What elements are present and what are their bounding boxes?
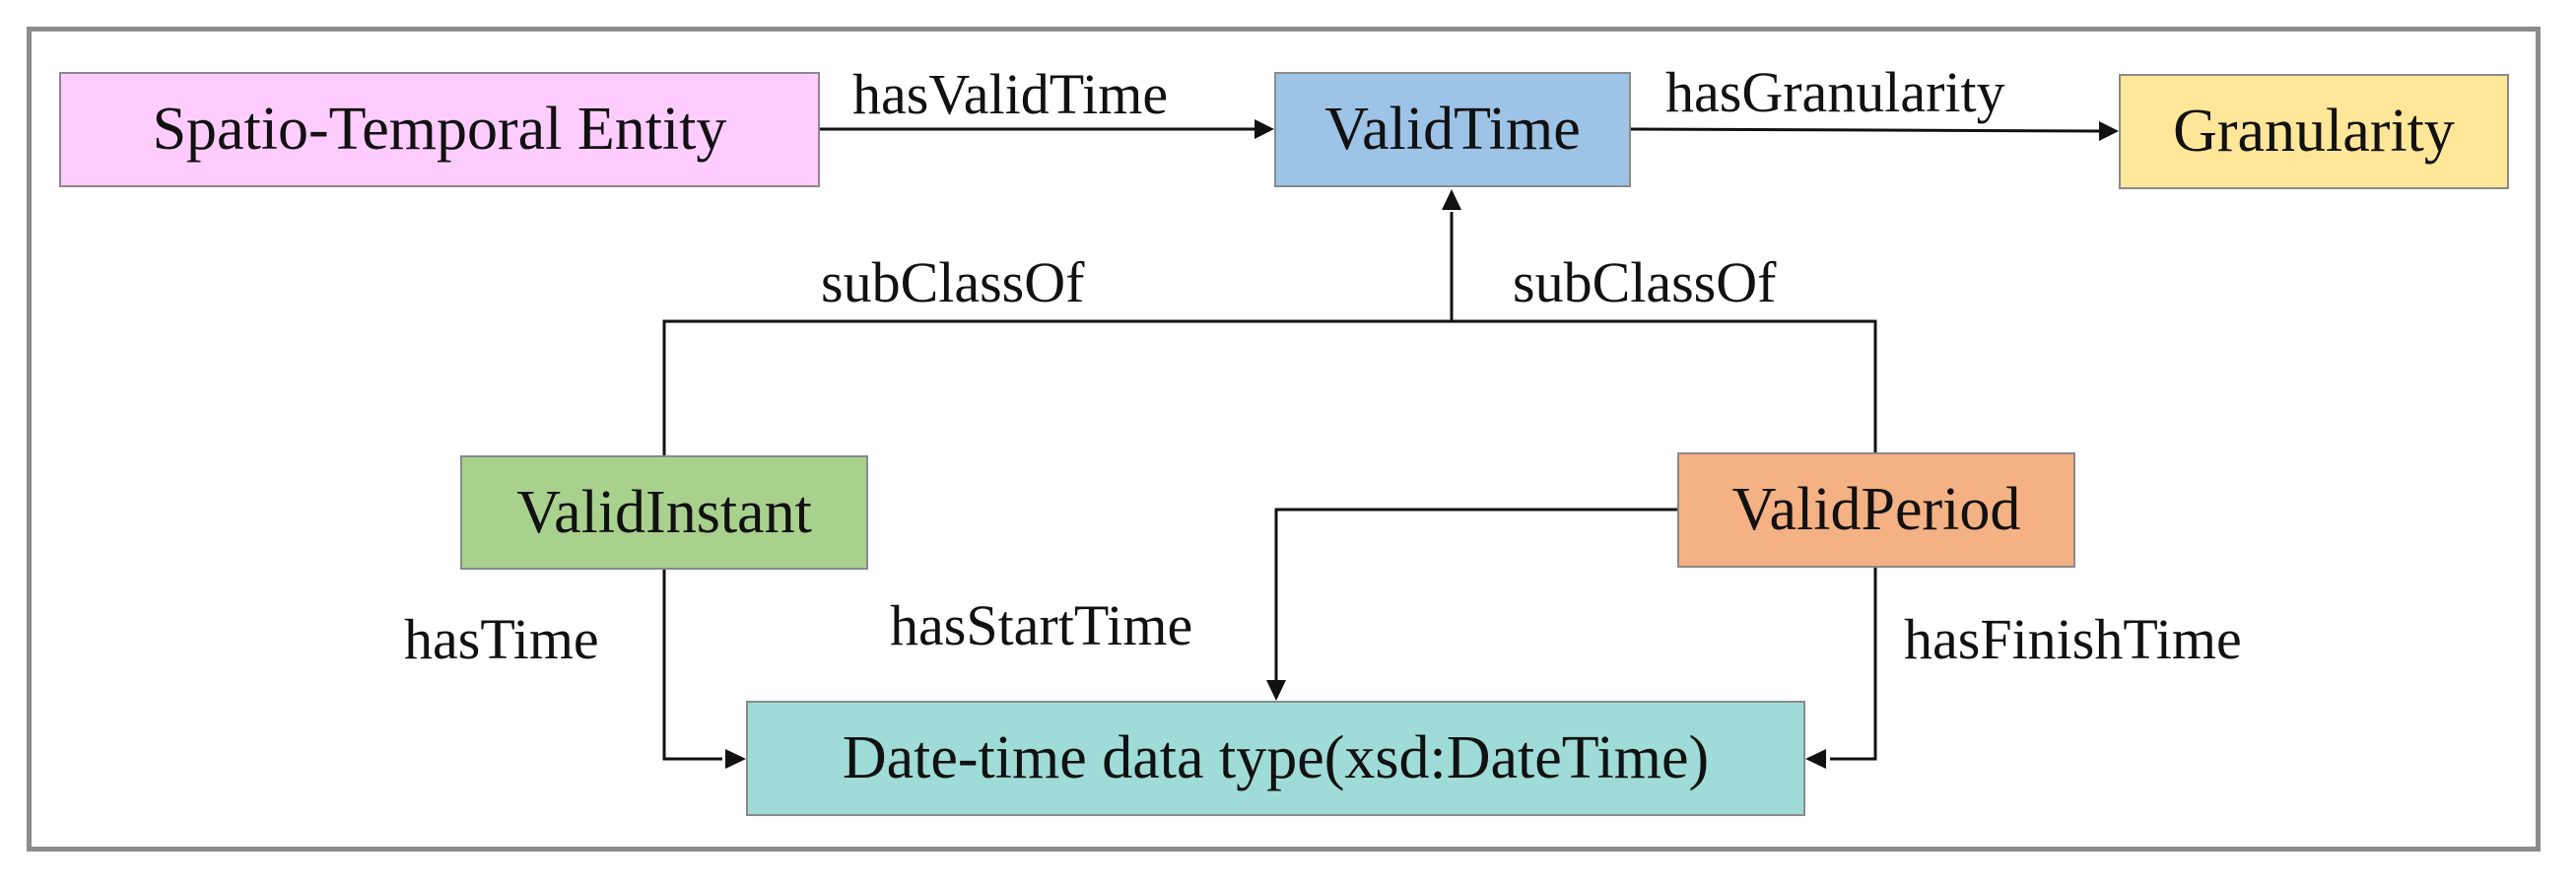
edge-label-subclass-left: subClassOf [821,250,1085,314]
edge-has-time-line [662,570,722,761]
edge-label-subclass-right: subClassOf [1513,250,1777,314]
edge-has-start-time-line [1274,508,1677,682]
edge-label-has-granularity: hasGranularity [1665,60,2005,124]
node-label: Date-time data type(xsd:DateTime) [842,724,1710,791]
node-granularity: Granularity [2119,74,2509,189]
edge-has-granularity-line [1630,127,2100,133]
arrowhead-subclass [1442,189,1461,210]
node-valid-time: ValidTime [1274,72,1631,187]
edge-subclass-left-line [662,319,1452,455]
edge-label-has-time: hasTime [404,607,599,671]
arrowhead-has-time [725,749,746,769]
edge-label-has-start-time: hasStartTime [890,593,1193,657]
edge-label-has-finish-time: hasFinishTime [1904,607,2242,671]
node-label: ValidPeriod [1731,476,2021,543]
arrowhead-granularity [2099,121,2119,141]
node-datetime-type: Date-time data type(xsd:DateTime) [746,701,1805,816]
node-label: Granularity [2173,98,2455,165]
arrowhead-has-start-time [1266,680,1286,701]
node-valid-instant: ValidInstant [460,455,868,570]
edge-has-finish-time-line [1830,568,1877,761]
edge-subclass-right-line [1452,319,1877,452]
node-spatio-temporal-entity: Spatio-Temporal Entity [59,72,820,187]
node-label: Spatio-Temporal Entity [152,96,727,163]
edge-label-has-valid-time: hasValidTime [852,62,1169,126]
arrowhead-has-finish-time [1805,749,1826,769]
node-valid-period: ValidPeriod [1677,452,2075,568]
node-label: ValidTime [1324,96,1581,163]
node-label: ValidInstant [516,478,812,546]
arrowhead-valid-time [1254,119,1274,139]
